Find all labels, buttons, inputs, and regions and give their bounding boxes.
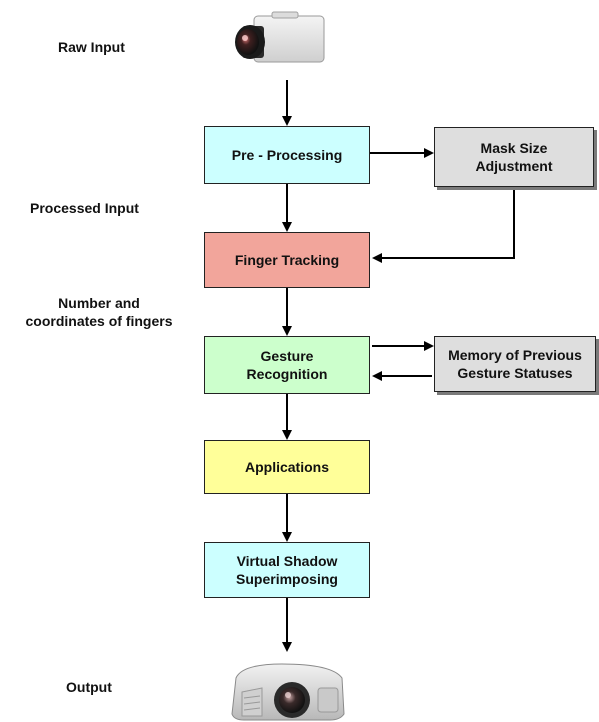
camera-icon xyxy=(235,11,325,63)
fingers-label: Number and coordinates of fingers xyxy=(6,294,192,330)
gesture-recognition-box: Gesture Recognition xyxy=(204,336,370,394)
projector-icon xyxy=(231,663,345,721)
raw-input-label: Raw Input xyxy=(58,39,125,55)
virtual-shadow-box: Virtual Shadow Superimposing xyxy=(204,542,370,598)
memory-line2: Gesture Statuses xyxy=(457,365,573,381)
shadow-line1: Virtual Shadow xyxy=(236,553,338,569)
preprocessing-box: Pre - Processing xyxy=(204,126,370,184)
arrow-mask-to-tracking xyxy=(372,188,515,263)
fingers-label-line2: coordinates of fingers xyxy=(25,313,173,329)
mask-size-line1: Mask Size xyxy=(480,140,548,156)
mask-size-adjustment-box: Mask Size Adjustment xyxy=(434,127,594,187)
preprocessing-label: Pre - Processing xyxy=(231,147,343,163)
gesture-line1: Gesture xyxy=(260,348,314,364)
finger-tracking-box: Finger Tracking xyxy=(204,232,370,288)
mask-size-line2: Adjustment xyxy=(475,158,553,174)
fingers-label-line1: Number and xyxy=(58,295,140,311)
memory-box: Memory of Previous Gesture Statuses xyxy=(434,336,596,392)
applications-box: Applications xyxy=(204,440,370,494)
memory-line1: Memory of Previous xyxy=(448,347,582,363)
gesture-line2: Recognition xyxy=(246,366,328,382)
shadow-line2: Superimposing xyxy=(236,571,338,587)
processed-input-label: Processed Input xyxy=(30,200,139,216)
finger-tracking-label: Finger Tracking xyxy=(234,252,340,268)
applications-label: Applications xyxy=(244,459,329,475)
output-label: Output xyxy=(66,679,112,695)
